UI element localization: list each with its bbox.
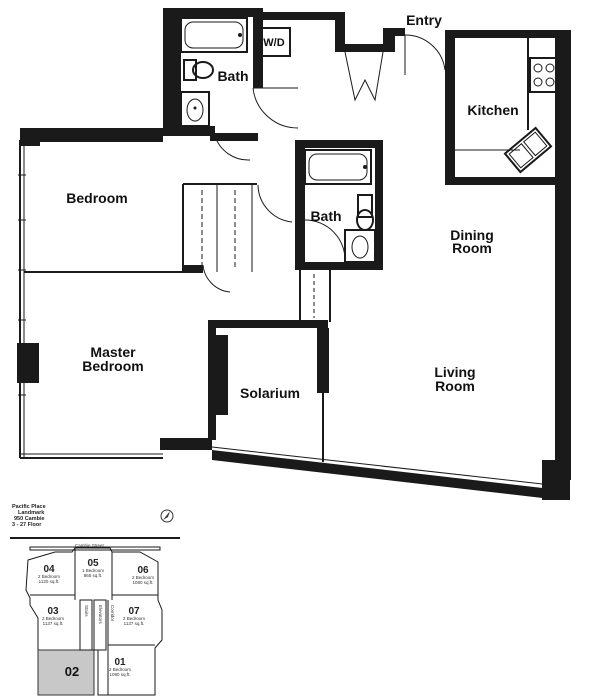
unit-03-area: 1137 sq.ft. [43,621,64,626]
key-plan: Cambie Street 04 2 Bedroom 1120 sq.ft. 0… [10,537,180,696]
unit-04-area: 1120 sq.ft. [39,579,60,584]
unit-02-highlight [37,649,95,696]
label-living-2: Room [435,378,475,394]
street-label: Cambie Street [75,543,105,548]
unit-06-type: 2 Bedroom [132,575,154,580]
building-floors: 3 - 27 Floor [12,522,42,528]
label-entry: Entry [406,12,442,28]
label-washer-dryer: W/D [263,37,284,49]
building-subtitle: Landmark [18,510,45,516]
building-info: Pacific Place Landmark 950 Cambie 3 - 27… [12,504,46,528]
room-labels: Entry Bath W/D Kitchen Bedroom Bath Dini… [66,12,518,401]
unit-01-type: 2 Bedroom [109,667,131,672]
label-bath-center: Bath [310,208,341,224]
walls [17,8,571,500]
label-dining-2: Room [452,240,492,256]
label-bedroom: Bedroom [66,190,127,206]
unit-05-area: 865 sq.ft. [84,573,103,578]
label-master-2: Bedroom [82,358,143,374]
building-name: Pacific Place [12,504,46,510]
unit-07-area: 1137 sq.ft. [124,621,145,626]
label-master-1: Master [90,344,136,360]
unit-06-area: 1080 sq.ft. [132,580,153,585]
unit-07-num: 07 [128,606,140,617]
north-arrow-icon [160,509,174,523]
label-solarium: Solarium [240,385,300,401]
label-living-1: Living [434,364,475,380]
stairs-label: Stairs [84,605,89,617]
unit-03-type: 2 Bedroom [42,616,64,621]
label-kitchen: Kitchen [467,102,518,118]
building-address: 950 Cambie [14,516,45,522]
label-bath-top: Bath [217,68,248,84]
label-dining-1: Dining [450,227,494,243]
unit-02-label: 02 [65,664,79,679]
doors [202,34,446,293]
elevators-label: Elevators [98,605,103,625]
unit-05-type: 1 Bedroom [82,568,104,573]
unit-04-num: 04 [43,564,55,575]
unit-06-num: 06 [137,565,149,576]
corridor-label: Corridor [110,605,115,622]
unit-05-num: 05 [87,558,99,569]
fixtures [180,17,559,263]
unit-01-num: 01 [114,657,126,668]
unit-03-num: 03 [47,606,59,617]
unit-01-area: 1090 sq.ft. [109,672,130,677]
unit-07-type: 2 Bedroom [123,616,145,621]
unit-04-type: 2 Bedroom [38,574,60,579]
